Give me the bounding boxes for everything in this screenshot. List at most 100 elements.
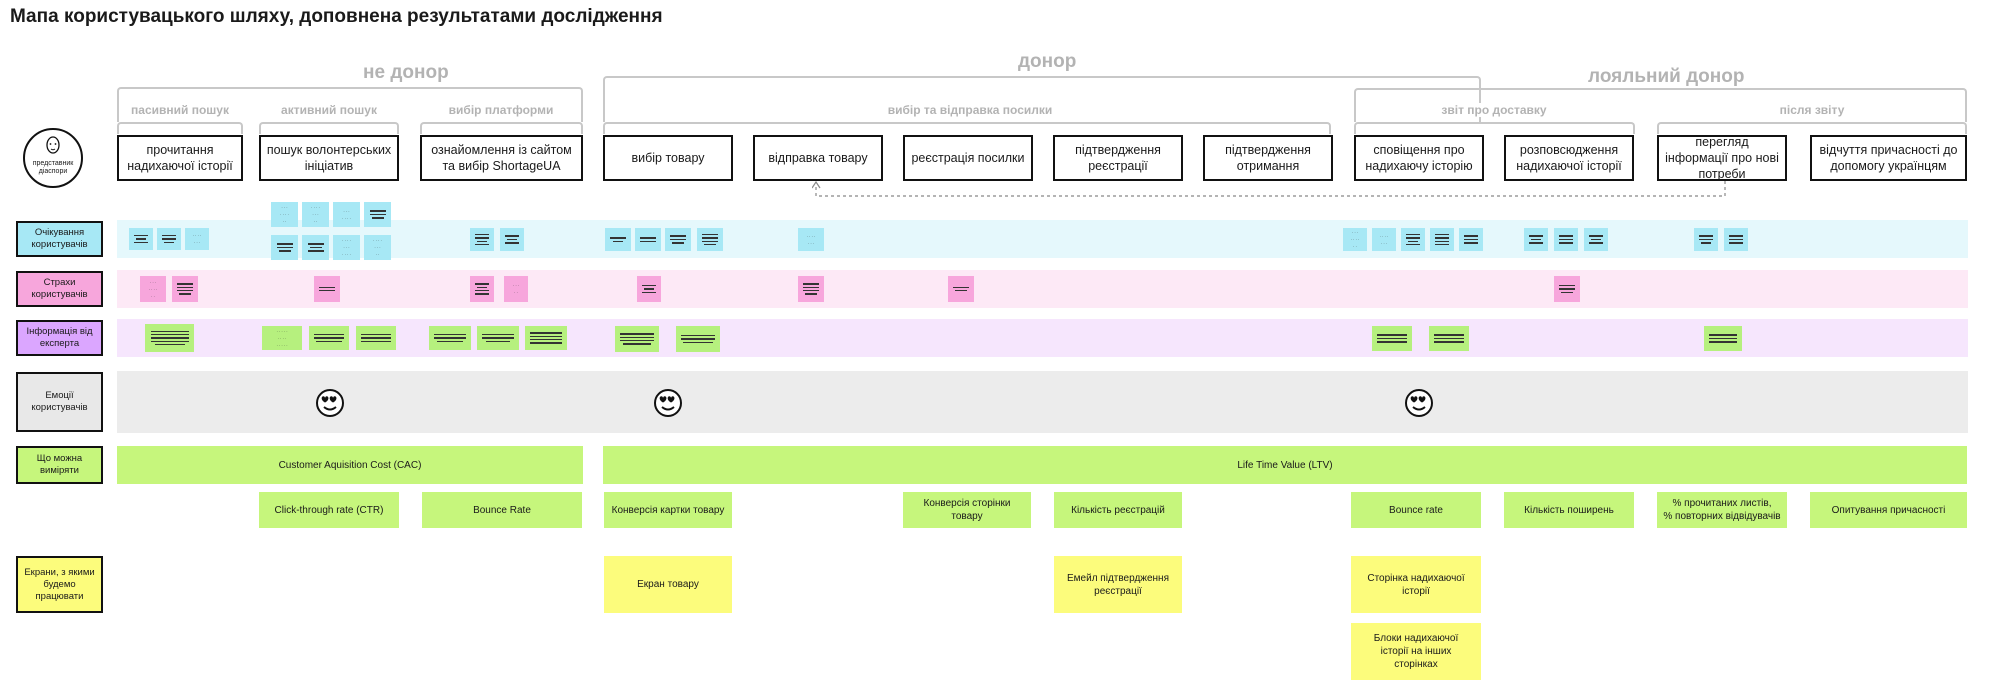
stage-receipt-confirm: підтвердження отримання xyxy=(1203,135,1333,181)
bracket-passive-search xyxy=(117,122,243,134)
stage-share-story: розповсюдження надихаючої історії xyxy=(1504,135,1634,181)
subphase-after-report: після звіту xyxy=(1772,103,1852,117)
sticky-note xyxy=(1554,228,1578,251)
sticky-note: · · · ·· · · xyxy=(798,228,824,251)
stage-registration-confirm: підтвердження реєстрації xyxy=(1053,135,1183,181)
sticky-note xyxy=(635,228,661,251)
band-expert xyxy=(117,319,1968,357)
phase-non-donor: не донор xyxy=(363,62,449,83)
sticky-note xyxy=(605,228,631,251)
metric-opened-returning: % прочитаних листів, % повторних відвіду… xyxy=(1657,492,1787,528)
sticky-note xyxy=(364,202,391,227)
sticky-note xyxy=(129,228,153,250)
sticky-note xyxy=(356,326,396,350)
metric-belonging-survey: Опитування причасності xyxy=(1810,492,1967,528)
sticky-note xyxy=(1704,326,1742,351)
metric-registrations: Кількість реєстрацій xyxy=(1054,492,1182,528)
sticky-note xyxy=(1724,228,1748,251)
sticky-note: · · ·· · · ·· · xyxy=(140,276,166,302)
sticky-note xyxy=(172,276,198,302)
metric-bounce-rate-story: Bounce rate xyxy=(1351,492,1481,528)
sticky-note xyxy=(665,228,691,251)
sticky-note xyxy=(798,276,824,302)
heart-eyes-emoji-icon xyxy=(654,389,682,417)
sticky-note xyxy=(1459,228,1483,251)
sticky-note: · · ·· · · ·· · xyxy=(271,202,298,227)
screen-product: Екран товару xyxy=(604,556,732,613)
sticky-note xyxy=(271,235,298,260)
sticky-note: · · · ·· · · xyxy=(1372,228,1396,251)
sticky-note xyxy=(1429,326,1469,351)
sticky-note xyxy=(1584,228,1608,251)
subphase-choose-send: вибір та відправка посилки xyxy=(880,103,1060,117)
bracket-active-search xyxy=(259,122,399,134)
sticky-note xyxy=(157,228,181,250)
sticky-note xyxy=(1372,326,1412,351)
metric-product-card-conversion: Конверсія картки товару xyxy=(604,492,732,528)
bracket-loyal-donor xyxy=(1354,88,1967,122)
sticky-note xyxy=(525,326,567,350)
stage-search-initiatives: пошук волонтерських ініціатив xyxy=(259,135,399,181)
sticky-note xyxy=(314,276,340,302)
loop-arrow xyxy=(812,181,1726,197)
sticky-note xyxy=(697,228,723,251)
bracket-choose-send xyxy=(603,122,1331,134)
screen-story-page: Сторінка надихаючої історії xyxy=(1351,556,1481,613)
bracket-donor xyxy=(603,76,1481,122)
sticky-note xyxy=(429,326,471,350)
sticky-note xyxy=(1554,276,1580,302)
sticky-note: · · ·· · · ·· · xyxy=(1343,228,1367,251)
sticky-note xyxy=(1401,228,1425,251)
sticky-note: · · · · ·· · · ·· · · · · xyxy=(262,326,302,350)
metric-ltv: Life Time Value (LTV) xyxy=(603,446,1967,484)
sticky-note xyxy=(1430,228,1454,251)
sticky-note xyxy=(637,276,661,302)
stage-belonging: відчуття причасності до допомогу українц… xyxy=(1810,135,1967,181)
sticky-note: · · ·· · · · xyxy=(333,202,360,227)
heart-eyes-emoji-icon xyxy=(1405,389,1433,417)
sticky-note: · · · ·· · · xyxy=(185,228,209,250)
phase-loyal-donor: лояльний донор xyxy=(1588,66,1745,87)
subphase-delivery-report: звіт про доставку xyxy=(1424,103,1564,117)
sticky-note: · · · ·· · ·· · · · xyxy=(333,235,360,260)
persona-face-icon xyxy=(46,136,60,154)
metric-shares: Кількість поширень xyxy=(1504,492,1634,528)
sticky-note: · · · ·· · ·· · xyxy=(364,235,391,260)
bracket-platform xyxy=(420,122,583,134)
sticky-note xyxy=(500,228,524,251)
sticky-note xyxy=(948,276,974,302)
sticky-note xyxy=(145,324,194,352)
row-label-expert: Інформація від експерта xyxy=(16,320,103,356)
sticky-note xyxy=(615,326,659,352)
bracket-after-report xyxy=(1657,122,1967,134)
page-title: Мапа користувацького шляху, доповнена ре… xyxy=(10,6,663,27)
sticky-note: · · ·· · xyxy=(504,276,528,302)
stage-story-notification: сповіщення про надихаючу історію xyxy=(1354,135,1484,181)
persona-circle: представник діаспори xyxy=(23,128,83,188)
sticky-note xyxy=(302,235,329,260)
sticky-note xyxy=(676,326,720,352)
sticky-note xyxy=(1524,228,1548,251)
row-label-fears: Страхи користувачів xyxy=(16,271,103,307)
stage-send-product: відправка товару xyxy=(753,135,883,181)
metric-cac: Customer Aquisition Cost (CAC) xyxy=(117,446,583,484)
metric-product-page-conversion: Конверсія сторінки товару xyxy=(903,492,1031,528)
persona-label: представник діаспори xyxy=(32,160,74,175)
sticky-note xyxy=(477,326,519,350)
metric-ctr: Click-through rate (CTR) xyxy=(259,492,399,528)
subphase-active-search: активний пошук xyxy=(269,103,389,117)
row-label-screens: Екрани, з якими будемо працювати xyxy=(16,556,103,613)
sticky-note xyxy=(470,276,494,302)
screen-registration-email: Емейл підтвердження реєстрації xyxy=(1054,556,1182,613)
band-expectations xyxy=(117,220,1968,258)
bracket-delivery-report xyxy=(1354,122,1635,134)
heart-eyes-emoji-icon xyxy=(316,389,344,417)
sticky-note xyxy=(1694,228,1718,251)
band-fears xyxy=(117,270,1968,308)
metric-bounce-rate-site: Bounce Rate xyxy=(422,492,582,528)
stage-view-needs: перегляд інформації про нові потреби xyxy=(1657,135,1787,181)
subphase-platform-choice: вибір платформи xyxy=(436,103,566,117)
band-emotions xyxy=(117,371,1968,433)
screen-story-blocks: Блоки надихаючої історії на інших сторін… xyxy=(1351,623,1481,680)
row-label-expectations: Очікування користувачів xyxy=(16,221,103,257)
